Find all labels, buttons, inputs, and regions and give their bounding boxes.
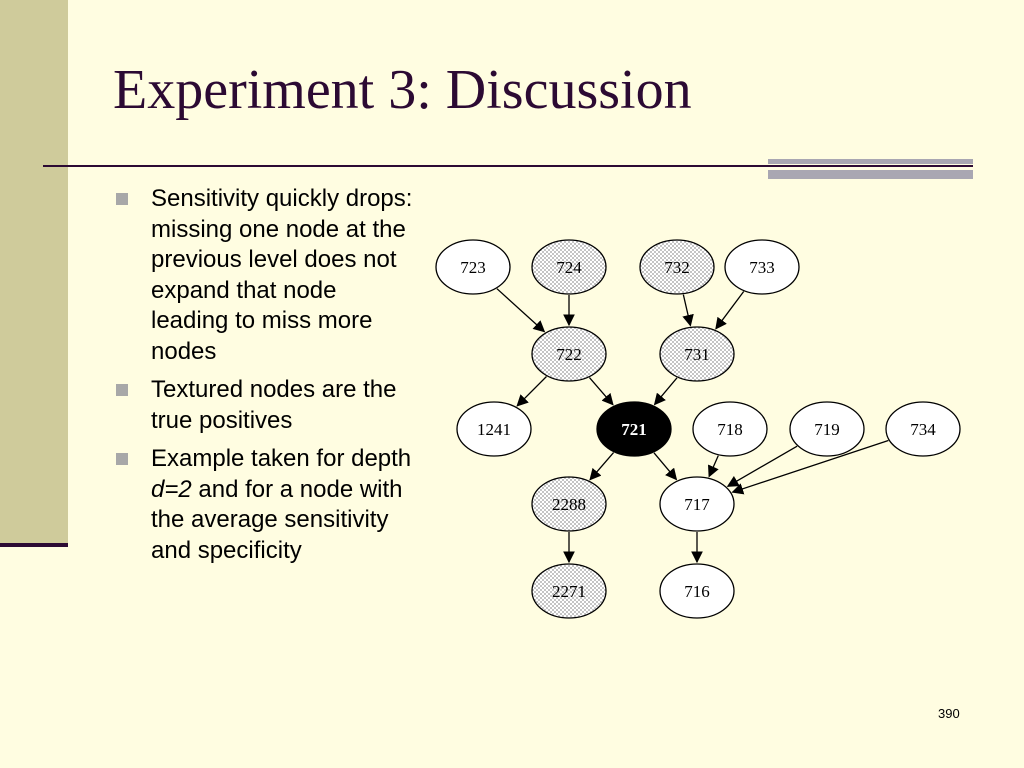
node-label: 716	[684, 582, 710, 601]
node-722: 722	[531, 326, 607, 382]
page-number: 390	[938, 706, 960, 721]
node-1241: 1241	[456, 401, 532, 457]
node-ellipse	[435, 239, 511, 295]
node-label: 732	[664, 258, 690, 277]
bullet-item: Sensitivity quickly drops: missing one n…	[116, 184, 416, 367]
node-732: 732	[639, 239, 715, 295]
node-ellipse	[692, 401, 768, 457]
title-rule	[43, 165, 973, 167]
bullet-text: and for a node with the average sensitiv…	[151, 475, 403, 564]
node-label: 722	[556, 345, 582, 364]
bullet-text: Example taken for depth	[151, 445, 412, 472]
node-label: 721	[621, 420, 647, 439]
bullet-item: Textured nodes are the true positives	[116, 375, 416, 436]
node-719: 719	[789, 401, 865, 457]
node-ellipse	[596, 401, 672, 457]
node-ellipse	[659, 326, 735, 382]
node-layer: 723 724 732 733 722 731 1241 721 718 719 734 2288 71…	[435, 239, 961, 619]
node-ellipse	[531, 476, 607, 532]
node-2271: 2271	[531, 563, 607, 619]
edge-731-to-721	[653, 377, 678, 406]
side-band	[0, 0, 68, 544]
node-717: 717	[659, 476, 735, 532]
node-ellipse	[885, 401, 961, 457]
node-label: 718	[717, 420, 743, 439]
node-label: 731	[684, 345, 710, 364]
node-723: 723	[435, 239, 511, 295]
node-ellipse	[531, 239, 607, 295]
bullet-square-icon	[116, 193, 128, 205]
edge-721-to-2288	[589, 452, 615, 481]
bullet-square-icon	[116, 453, 128, 465]
side-band-rule	[0, 543, 68, 547]
node-graph-diagram: 723 724 732 733 722 731 1241 721 718 719 734 2288 71…	[435, 239, 961, 619]
node-label: 724	[556, 258, 582, 277]
node-724: 724	[531, 239, 607, 295]
node-label: 723	[460, 258, 486, 277]
node-ellipse	[789, 401, 865, 457]
node-716: 716	[659, 563, 735, 619]
node-ellipse	[724, 239, 800, 295]
node-label: 719	[814, 420, 840, 439]
node-label: 1241	[477, 420, 511, 439]
node-label: 717	[684, 495, 710, 514]
node-ellipse	[531, 326, 607, 382]
bullet-list: Sensitivity quickly drops: missing one n…	[116, 184, 416, 574]
edge-718-to-717	[708, 455, 719, 478]
edge-719-to-717	[726, 445, 798, 487]
node-ellipse	[639, 239, 715, 295]
title-accent-bar	[768, 170, 973, 179]
node-ellipse	[456, 401, 532, 457]
edge-733-to-731	[715, 291, 745, 330]
edge-723-to-722	[496, 288, 546, 333]
slide-title: Experiment 3: Discussion	[113, 59, 692, 121]
node-731: 731	[659, 326, 735, 382]
edge-734-to-717	[731, 439, 889, 495]
node-733: 733	[724, 239, 800, 295]
node-2288: 2288	[531, 476, 607, 532]
edge-722-to-721	[588, 377, 614, 406]
node-label: 734	[910, 420, 936, 439]
bullet-item: Example taken for depth d=2 and for a no…	[116, 444, 416, 566]
node-ellipse	[659, 476, 735, 532]
node-ellipse	[531, 563, 607, 619]
node-718: 718	[692, 401, 768, 457]
node-721: 721	[596, 401, 672, 457]
bullet-emphasis: d=2	[151, 475, 192, 503]
node-label: 2271	[552, 582, 586, 601]
node-734: 734	[885, 401, 961, 457]
bullet-square-icon	[116, 384, 128, 396]
node-ellipse	[659, 563, 735, 619]
edge-722-to-1241	[516, 376, 547, 407]
edge-721-to-717	[653, 452, 678, 481]
bullet-text: Textured nodes are the true positives	[151, 376, 397, 434]
node-label: 733	[749, 258, 775, 277]
edge-732-to-731	[682, 294, 694, 327]
bullet-text: Sensitivity quickly drops: missing one n…	[151, 185, 413, 365]
title-accent-bar	[768, 159, 973, 164]
edge-layer	[496, 288, 889, 564]
node-label: 2288	[552, 495, 586, 514]
